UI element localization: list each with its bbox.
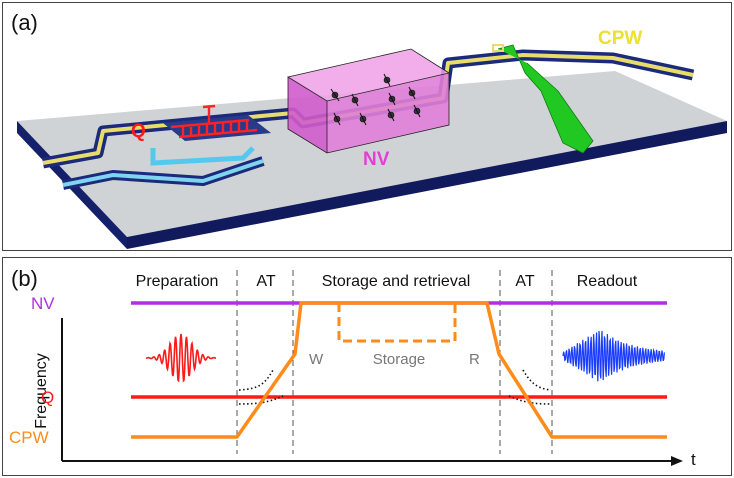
panel-a: (a) Q NV CPW [2,2,732,251]
nv-box-edges [286,48,451,154]
nv-label: NV [363,149,390,170]
phase-separators [236,270,553,454]
phase-readout: Readout [577,273,638,290]
anticrossing-curves [238,369,552,405]
timing-diagram: (b) Preparation AT Storage and retrieval… [9,266,696,469]
write-label: W [309,351,324,368]
storage-box [337,303,457,343]
panel-b: (b) Preparation AT Storage and retrieval… [2,257,732,476]
cpw-level-label: CPW [9,428,49,447]
q-label: Q [131,121,146,142]
retrieve-label: R [469,351,480,368]
qubit-interdigitated-capacitor [170,104,258,139]
nv-box-front [327,73,449,153]
phase-storage-retrieval: Storage and retrieval [322,273,471,290]
resonator [150,146,255,166]
nv-box-top [288,49,449,101]
nv-level-label: NV [31,294,55,313]
phase-at-1: AT [256,273,275,290]
coupler-loop [492,44,504,52]
y-axis-label: Frequency [33,353,50,429]
device-illustration: (a) Q NV CPW [11,10,727,249]
preparation-pulse [146,333,216,383]
cpw-frequency-line [131,301,667,439]
chip-top-surface [17,71,727,237]
q-level-label: Q [41,388,54,407]
x-axis-label: t [691,450,696,469]
x-axis-arrow [671,456,683,466]
flux-line [497,44,594,154]
phase-at-2: AT [515,273,534,290]
feedline [62,159,264,187]
readout-signal [562,330,665,382]
panel-b-label: (b) [11,266,38,291]
chip-front-side [127,121,727,249]
nv-box-left [288,77,327,153]
phase-preparation: Preparation [136,273,219,290]
panel-a-label: (a) [11,10,38,35]
nv-spins [330,73,421,126]
storage-label: Storage [373,351,426,368]
cpw-label: CPW [598,28,642,49]
